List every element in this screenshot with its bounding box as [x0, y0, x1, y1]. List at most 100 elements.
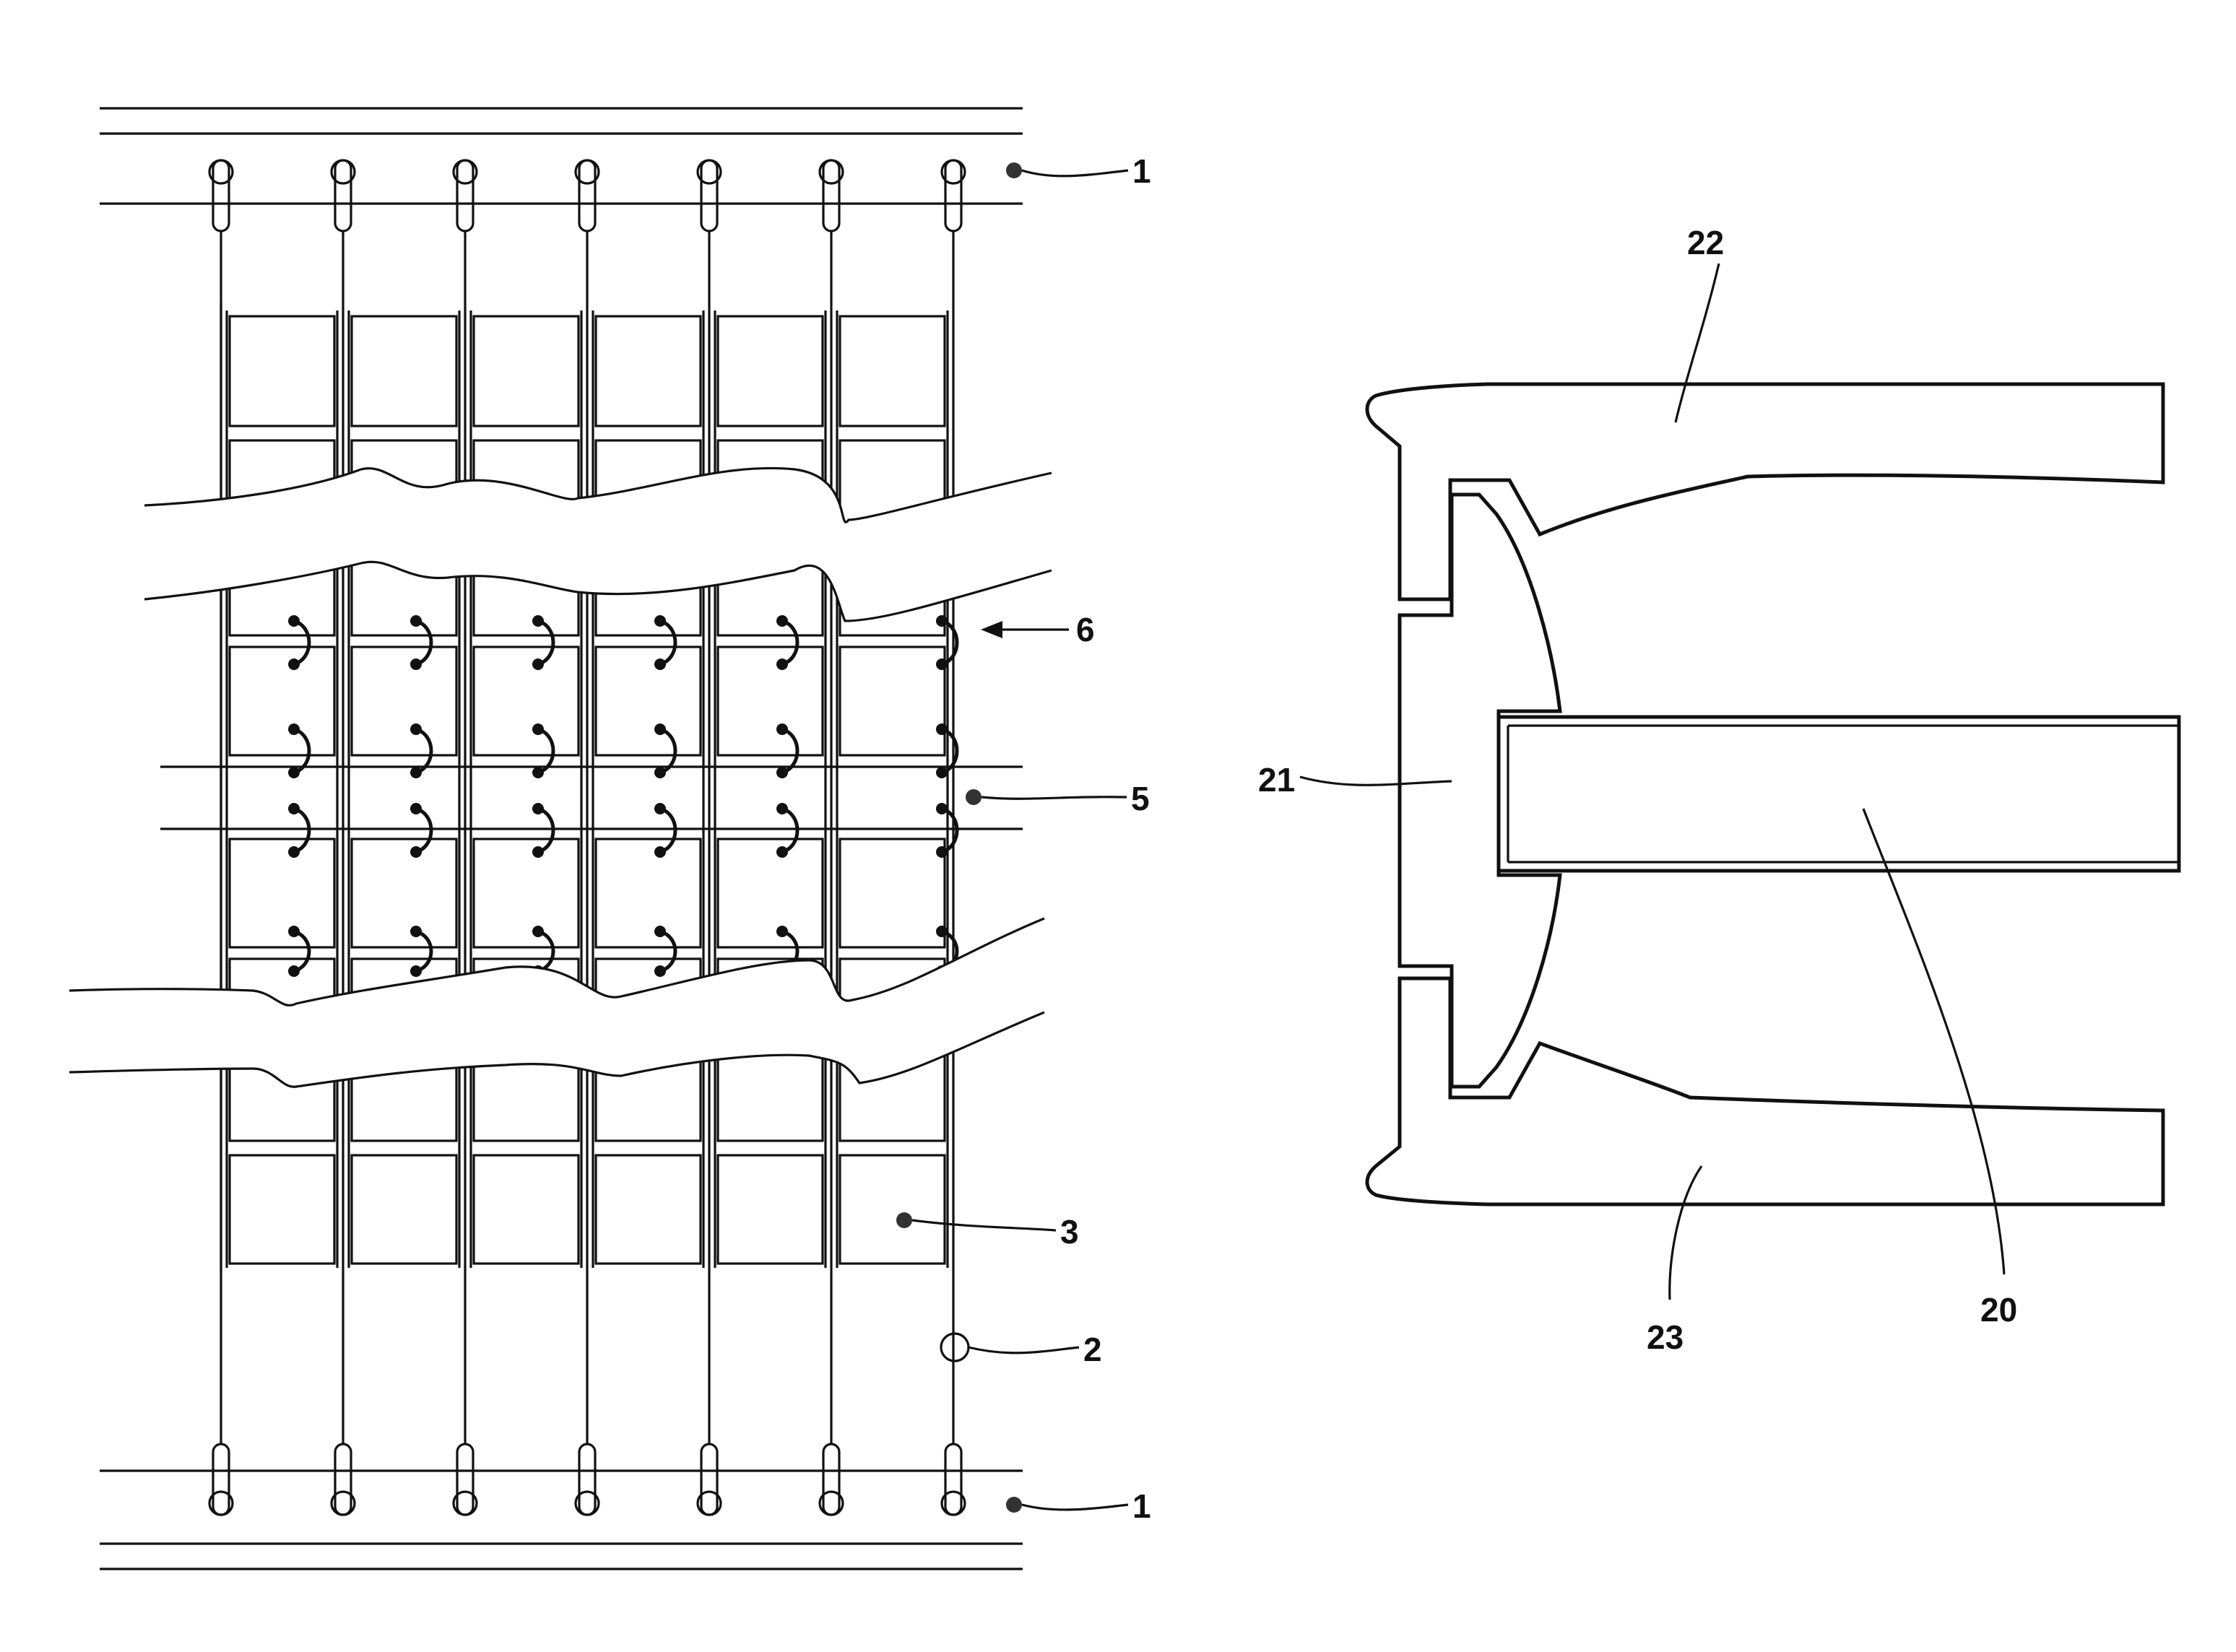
leader-line [1022, 1505, 1128, 1510]
mesh-panel [352, 1155, 456, 1264]
break-line-lower [69, 918, 1044, 1087]
label-end-cap: 21 [1258, 761, 1295, 799]
marker-dot [896, 1212, 912, 1228]
leader-line [1676, 264, 1719, 422]
joint-dot [776, 723, 788, 735]
bottom-hook [457, 1444, 473, 1515]
top-hooks [209, 160, 965, 231]
joint-clip [416, 931, 431, 971]
mesh-panel [596, 839, 701, 947]
joint-dot [410, 803, 422, 814]
joint-clip [294, 621, 309, 664]
joint-clip [660, 931, 675, 971]
joint-dot [288, 965, 300, 977]
joint-dot [410, 965, 422, 977]
joint-dot [532, 926, 544, 937]
bottom-hook [701, 1444, 717, 1515]
top-hook [213, 160, 229, 231]
leader-line [1300, 777, 1452, 785]
joint-dot [776, 846, 788, 858]
leader-line [1022, 170, 1128, 176]
arrow-head [981, 621, 1002, 638]
joint-dot [410, 658, 422, 670]
joint-dot [936, 615, 948, 627]
joint-clip [416, 621, 431, 664]
joint-dot [288, 658, 300, 670]
joint-clip [294, 809, 309, 852]
joint-clip [782, 621, 797, 664]
bottom-hook [945, 1444, 961, 1515]
mesh-panel [840, 647, 945, 755]
end-cap [1400, 495, 1560, 1087]
joint-dot [654, 658, 666, 670]
mesh-panel [840, 839, 945, 947]
mesh-panel [718, 1155, 823, 1264]
joint-dot [288, 846, 300, 858]
top-hook [457, 160, 473, 231]
vertical-wires [221, 231, 953, 1444]
mesh-panel [596, 316, 701, 426]
joint-dot [936, 846, 948, 858]
joint-dot [654, 926, 666, 937]
joint-dot [288, 926, 300, 937]
joint-dot [654, 846, 666, 858]
top-hook [823, 160, 839, 231]
section-figure: 22 21 20 23 [1258, 224, 2179, 1356]
mesh-panel [718, 839, 823, 947]
joint-dot [936, 658, 948, 670]
joint-clip [660, 809, 675, 852]
top-hook [335, 160, 351, 231]
joint-dot [936, 723, 948, 735]
joint-dot [410, 767, 422, 778]
label-joint: 6 [1076, 611, 1095, 648]
joint-clip [416, 809, 431, 852]
label-ring: 2 [1083, 1331, 1102, 1368]
bottom-hooks [209, 1444, 965, 1515]
joint-dot [532, 846, 544, 858]
joint-dot [532, 767, 544, 778]
mesh-panel [718, 647, 823, 755]
top-hook [945, 160, 961, 231]
joint-dot [288, 803, 300, 814]
upper-shell [1367, 384, 2163, 599]
label-lower-shell: 23 [1647, 1318, 1684, 1356]
mesh-panel [474, 839, 578, 947]
marker-dot [966, 789, 982, 805]
joint-dot [936, 926, 948, 937]
mesh-panel [230, 316, 334, 426]
mesh-panel [474, 1155, 578, 1264]
mesh-figure: 165321 [69, 108, 1151, 1569]
joint-clip [538, 621, 553, 664]
bottom-hook [335, 1444, 351, 1515]
bottom-hook [579, 1444, 595, 1515]
joint-clip [294, 931, 309, 971]
leader-line [968, 1347, 1079, 1353]
mesh-panel [230, 1155, 334, 1264]
joint-clips [288, 615, 957, 977]
marker-dot [1006, 162, 1022, 178]
top-hook [579, 160, 595, 231]
label-upper-shell: 22 [1687, 224, 1724, 261]
joint-dot [654, 767, 666, 778]
mesh-panel [230, 647, 334, 755]
joint-dot [288, 615, 300, 627]
joint-dot [654, 803, 666, 814]
joint-dot [936, 803, 948, 814]
joint-dot [776, 767, 788, 778]
joint-clip [660, 621, 675, 664]
leader-line [1670, 1166, 1702, 1300]
joint-dot [936, 767, 948, 778]
mesh-panel [352, 316, 456, 426]
ring-marker [941, 1334, 968, 1361]
joint-dot [410, 846, 422, 858]
leader-line [912, 1220, 1056, 1230]
mesh-panel [840, 316, 945, 426]
label-warp-bottom: 1 [1132, 1487, 1151, 1525]
mesh-panel [474, 647, 578, 755]
joint-dot [410, 926, 422, 937]
mesh-panel [596, 1155, 701, 1264]
label-weft: 5 [1131, 780, 1150, 817]
lower-shell [1367, 978, 2163, 1204]
joint-clip [782, 809, 797, 852]
